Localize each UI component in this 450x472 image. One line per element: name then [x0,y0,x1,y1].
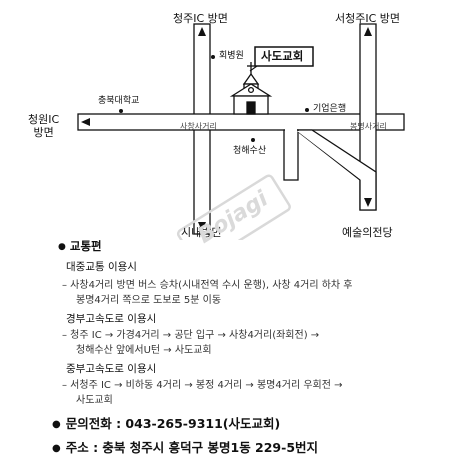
label-bank: 기업은행 [313,104,347,114]
section-line-gyeongbu-2: 청해수산 앞에서U턴 → 사도교회 [76,345,212,356]
label-church: 사도교회 [261,49,304,63]
section-line-gyeongbu-1: – 청주 IC → 가경4거리 → 공단 입구 → 사창4거리(좌회전) → [62,330,320,341]
section-line-public-2: 봉명4거리 쪽으로 도보로 5분 이동 [76,295,222,306]
church-label-box [249,46,314,72]
hospital-dot [211,55,215,59]
contact-address: 주소 : 충북 청주시 흥덕구 봉명1동 229-5번지 [52,441,318,455]
label-market: 청해수산 [233,146,267,156]
church-icon [229,62,273,115]
section-heading-gyeongbu: 경부고속도로 이용시 [66,313,157,325]
road-network [77,23,405,235]
label-top-north: 청주IC 방면 [173,12,228,25]
bojagi-watermark [176,174,291,240]
directions-title: 교통편 [58,240,102,253]
contact-phone: 문의전화 : 043-265-9311(사도교회) [52,417,280,431]
section-line-jungbu-1: – 서청주 IC → 비하동 4거리 → 봉정 4거리 → 봉명4거리 우회전 … [62,380,343,391]
section-line-public-1: – 사창4거리 방면 버스 승차(시내전역 수시 운행), 사창 4거리 하차 … [62,280,353,291]
label-bottom-right: 예술의전당 [342,226,393,239]
label-top-right: 서청주IC 방면 [335,12,401,25]
location-map [77,23,405,240]
landmark-dots [119,55,309,142]
university-dot [119,109,123,113]
label-hospital: 회병원 [219,51,244,61]
section-line-jungbu-2: 사도교회 [76,395,113,406]
section-heading-public: 대중교통 이용시 [66,261,137,273]
direction-arrows [81,27,372,231]
market-dot [251,138,255,142]
bank-dot [305,108,309,112]
label-left: 청원IC 방면 [28,113,60,139]
label-university: 충북대학교 [98,96,140,106]
section-heading-jungbu: 중부고속도로 이용시 [66,363,157,375]
label-bottom-center: 시내방면 [181,226,222,239]
label-road-right: 봉명사거리 [350,122,387,131]
label-road-left: 사창사거리 [180,122,217,131]
